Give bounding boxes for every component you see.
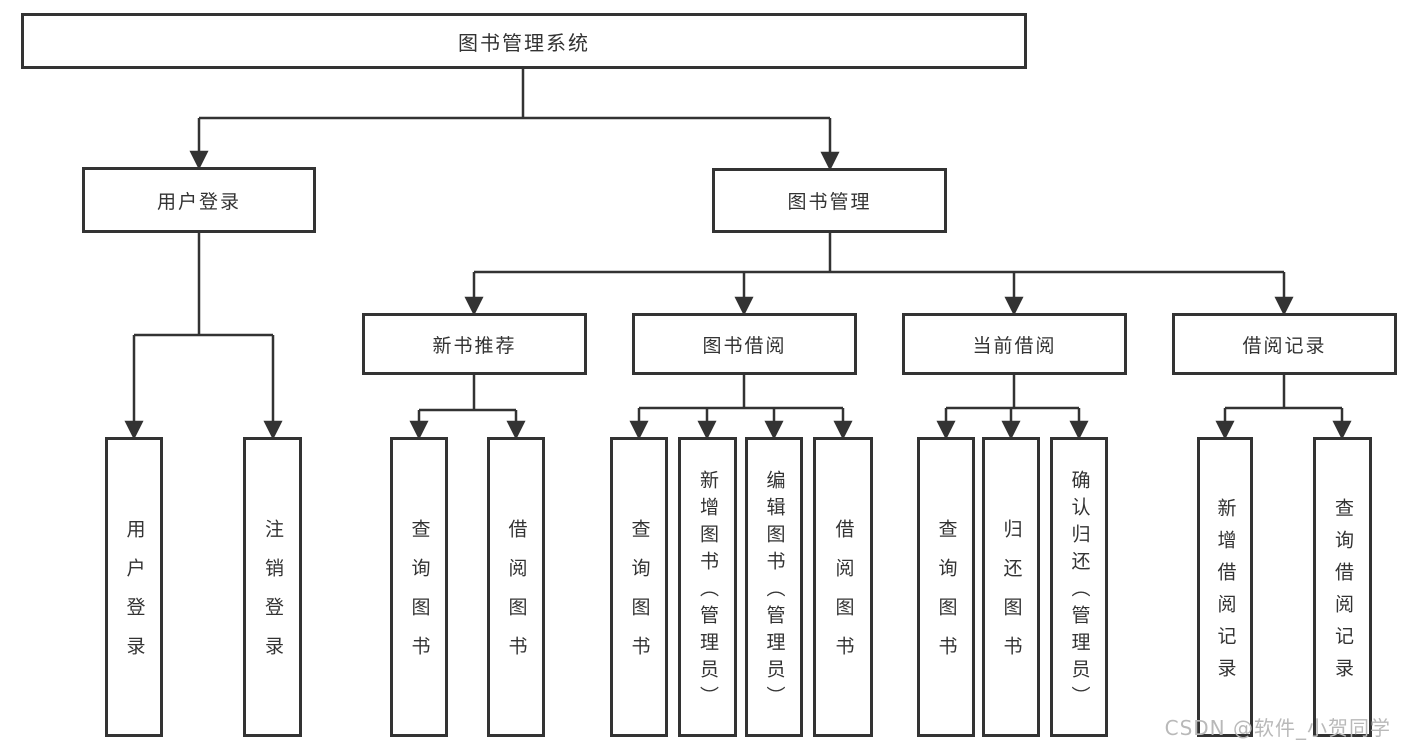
node-leaf-add-borrow-record: 新增借阅记录 — [1197, 437, 1253, 737]
node-label: 归还图书 — [1000, 519, 1023, 675]
node-leaf-query-books-3: 查询图书 — [917, 437, 975, 737]
node-book-borrow: 图书借阅 — [632, 313, 857, 375]
node-current-borrow: 当前借阅 — [902, 313, 1127, 375]
node-label: 借阅图书 — [832, 519, 855, 675]
node-label: 注销登录 — [262, 519, 284, 675]
node-leaf-query-books-1: 查询图书 — [390, 437, 448, 737]
node-leaf-query-books-2: 查询图书 — [610, 437, 668, 737]
node-leaf-confirm-return-admin: 确认归还（管理员） — [1050, 437, 1108, 737]
node-leaf-query-borrow-record: 查询借阅记录 — [1313, 437, 1372, 737]
node-label: 新增图书（管理员） — [697, 469, 719, 713]
node-label: 查询图书 — [408, 519, 431, 675]
node-label: 新增借阅记录 — [1214, 497, 1237, 690]
node-label: 用户登录 — [123, 519, 146, 675]
node-label: 确认归还（管理员） — [1068, 469, 1091, 713]
watermark: CSDN @软件_小贺同学 — [1164, 716, 1391, 740]
node-label: 查询图书 — [628, 519, 651, 675]
node-leaf-edit-books-admin: 编辑图书（管理员） — [745, 437, 803, 737]
node-label: 查询图书 — [935, 519, 958, 675]
node-label: 借阅图书 — [505, 519, 528, 675]
node-leaf-borrow-books-2: 借阅图书 — [813, 437, 873, 737]
node-leaf-user-login: 用户登录 — [105, 437, 163, 737]
node-user-login: 用户登录 — [82, 167, 316, 233]
node-leaf-add-books-admin: 新增图书（管理员） — [678, 437, 737, 737]
node-root-library-system: 图书管理系统 — [21, 13, 1027, 69]
node-book-management: 图书管理 — [712, 168, 947, 233]
node-borrow-records: 借阅记录 — [1172, 313, 1397, 375]
node-label: 编辑图书（管理员） — [763, 469, 786, 713]
node-label: 查询借阅记录 — [1332, 497, 1354, 690]
node-new-book-recommend: 新书推荐 — [362, 313, 587, 375]
node-leaf-borrow-books-1: 借阅图书 — [487, 437, 545, 737]
node-leaf-logout: 注销登录 — [243, 437, 302, 737]
node-leaf-return-books: 归还图书 — [982, 437, 1040, 737]
